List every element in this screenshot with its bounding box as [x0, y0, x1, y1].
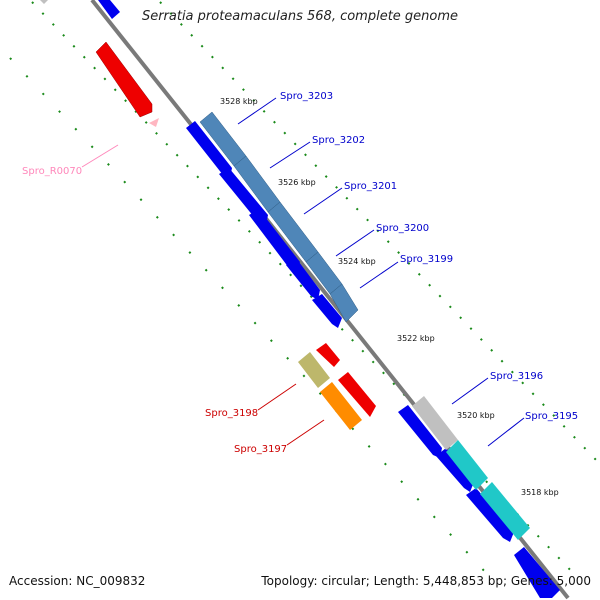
accession-text: Accession: NC_009832	[9, 574, 146, 588]
label-leaders	[81, 97, 525, 447]
leader-spro-3196	[451, 377, 489, 405]
gc-track-far	[9, 57, 489, 576]
tick-3520: 3520 kbp	[457, 411, 495, 420]
gene-red-small-b[interactable]	[338, 372, 376, 417]
leader-spro-3198	[257, 383, 297, 411]
cds-forward-lane	[186, 121, 342, 328]
gene-cds-lower-1[interactable]	[398, 405, 442, 458]
gene-spro-3203-cds[interactable]	[186, 121, 232, 178]
lower-cds-lane	[398, 405, 560, 598]
gene-spro-3200-cds[interactable]	[286, 258, 320, 300]
gene-spro-3197[interactable]	[320, 382, 362, 430]
map-title: Serratia proteamaculans 568, complete ge…	[141, 9, 459, 24]
genome-summary: Topology: circular; Length: 5,448,853 bp…	[261, 574, 591, 588]
tick-3518: 3518 kbp	[521, 488, 559, 497]
gene-spro-3201-cds[interactable]	[249, 209, 300, 272]
gene-cds-lower-2[interactable]	[436, 448, 474, 492]
gene-cds-lower-4[interactable]	[514, 547, 560, 598]
steel-gene-lane	[199, 111, 359, 323]
label-spro-3197[interactable]: Spro_3197	[234, 444, 287, 455]
label-spro-3196[interactable]: Spro_3196	[490, 371, 543, 382]
label-spro-3195[interactable]: Spro_3195	[525, 411, 578, 422]
tick-3522: 3522 kbp	[397, 334, 435, 343]
gene-top-grey[interactable]	[40, 0, 48, 4]
label-spro-r0070[interactable]: Spro_R0070	[22, 166, 82, 177]
leader-spro-3199	[359, 261, 399, 289]
tick-3524: 3524 kbp	[338, 257, 376, 266]
label-spro-3201[interactable]: Spro_3201	[344, 181, 397, 192]
tick-3526: 3526 kbp	[278, 178, 316, 187]
label-spro-3200[interactable]: Spro_3200	[376, 223, 429, 234]
gene-top-partial[interactable]	[98, 0, 120, 19]
gene-red-upper[interactable]	[95, 41, 153, 118]
gene-cyan-lower[interactable]	[480, 482, 530, 540]
gene-cds-lower-3[interactable]	[466, 488, 514, 542]
gene-spro-3196[interactable]	[412, 396, 458, 450]
leader-spro-3201	[303, 187, 343, 215]
gc-track-inner	[159, 1, 599, 463]
gene-spro-3199[interactable]	[329, 283, 359, 323]
leader-spro-r0070	[81, 144, 119, 168]
gene-spro-3202-cds[interactable]	[219, 168, 268, 225]
leader-spro-3200	[335, 229, 375, 257]
tick-3528: 3528 kbp	[220, 97, 258, 106]
label-spro-3199[interactable]: Spro_3199	[400, 254, 453, 265]
rna-spro-r0070[interactable]	[149, 118, 159, 127]
leader-spro-3203	[237, 97, 277, 125]
gene-spro-3198[interactable]	[298, 352, 330, 388]
label-spro-3198[interactable]: Spro_3198	[205, 408, 258, 419]
label-spro-3203[interactable]: Spro_3203	[280, 91, 333, 102]
leader-spro-3202	[269, 141, 311, 169]
gene-spro-3195[interactable]	[446, 440, 488, 490]
leader-spro-3197	[286, 419, 325, 446]
label-spro-3202[interactable]: Spro_3202	[312, 135, 365, 146]
gene-spro-3199-cds[interactable]	[312, 294, 342, 328]
gene-red-small-a[interactable]	[316, 343, 340, 367]
leader-spro-3195	[487, 417, 525, 447]
